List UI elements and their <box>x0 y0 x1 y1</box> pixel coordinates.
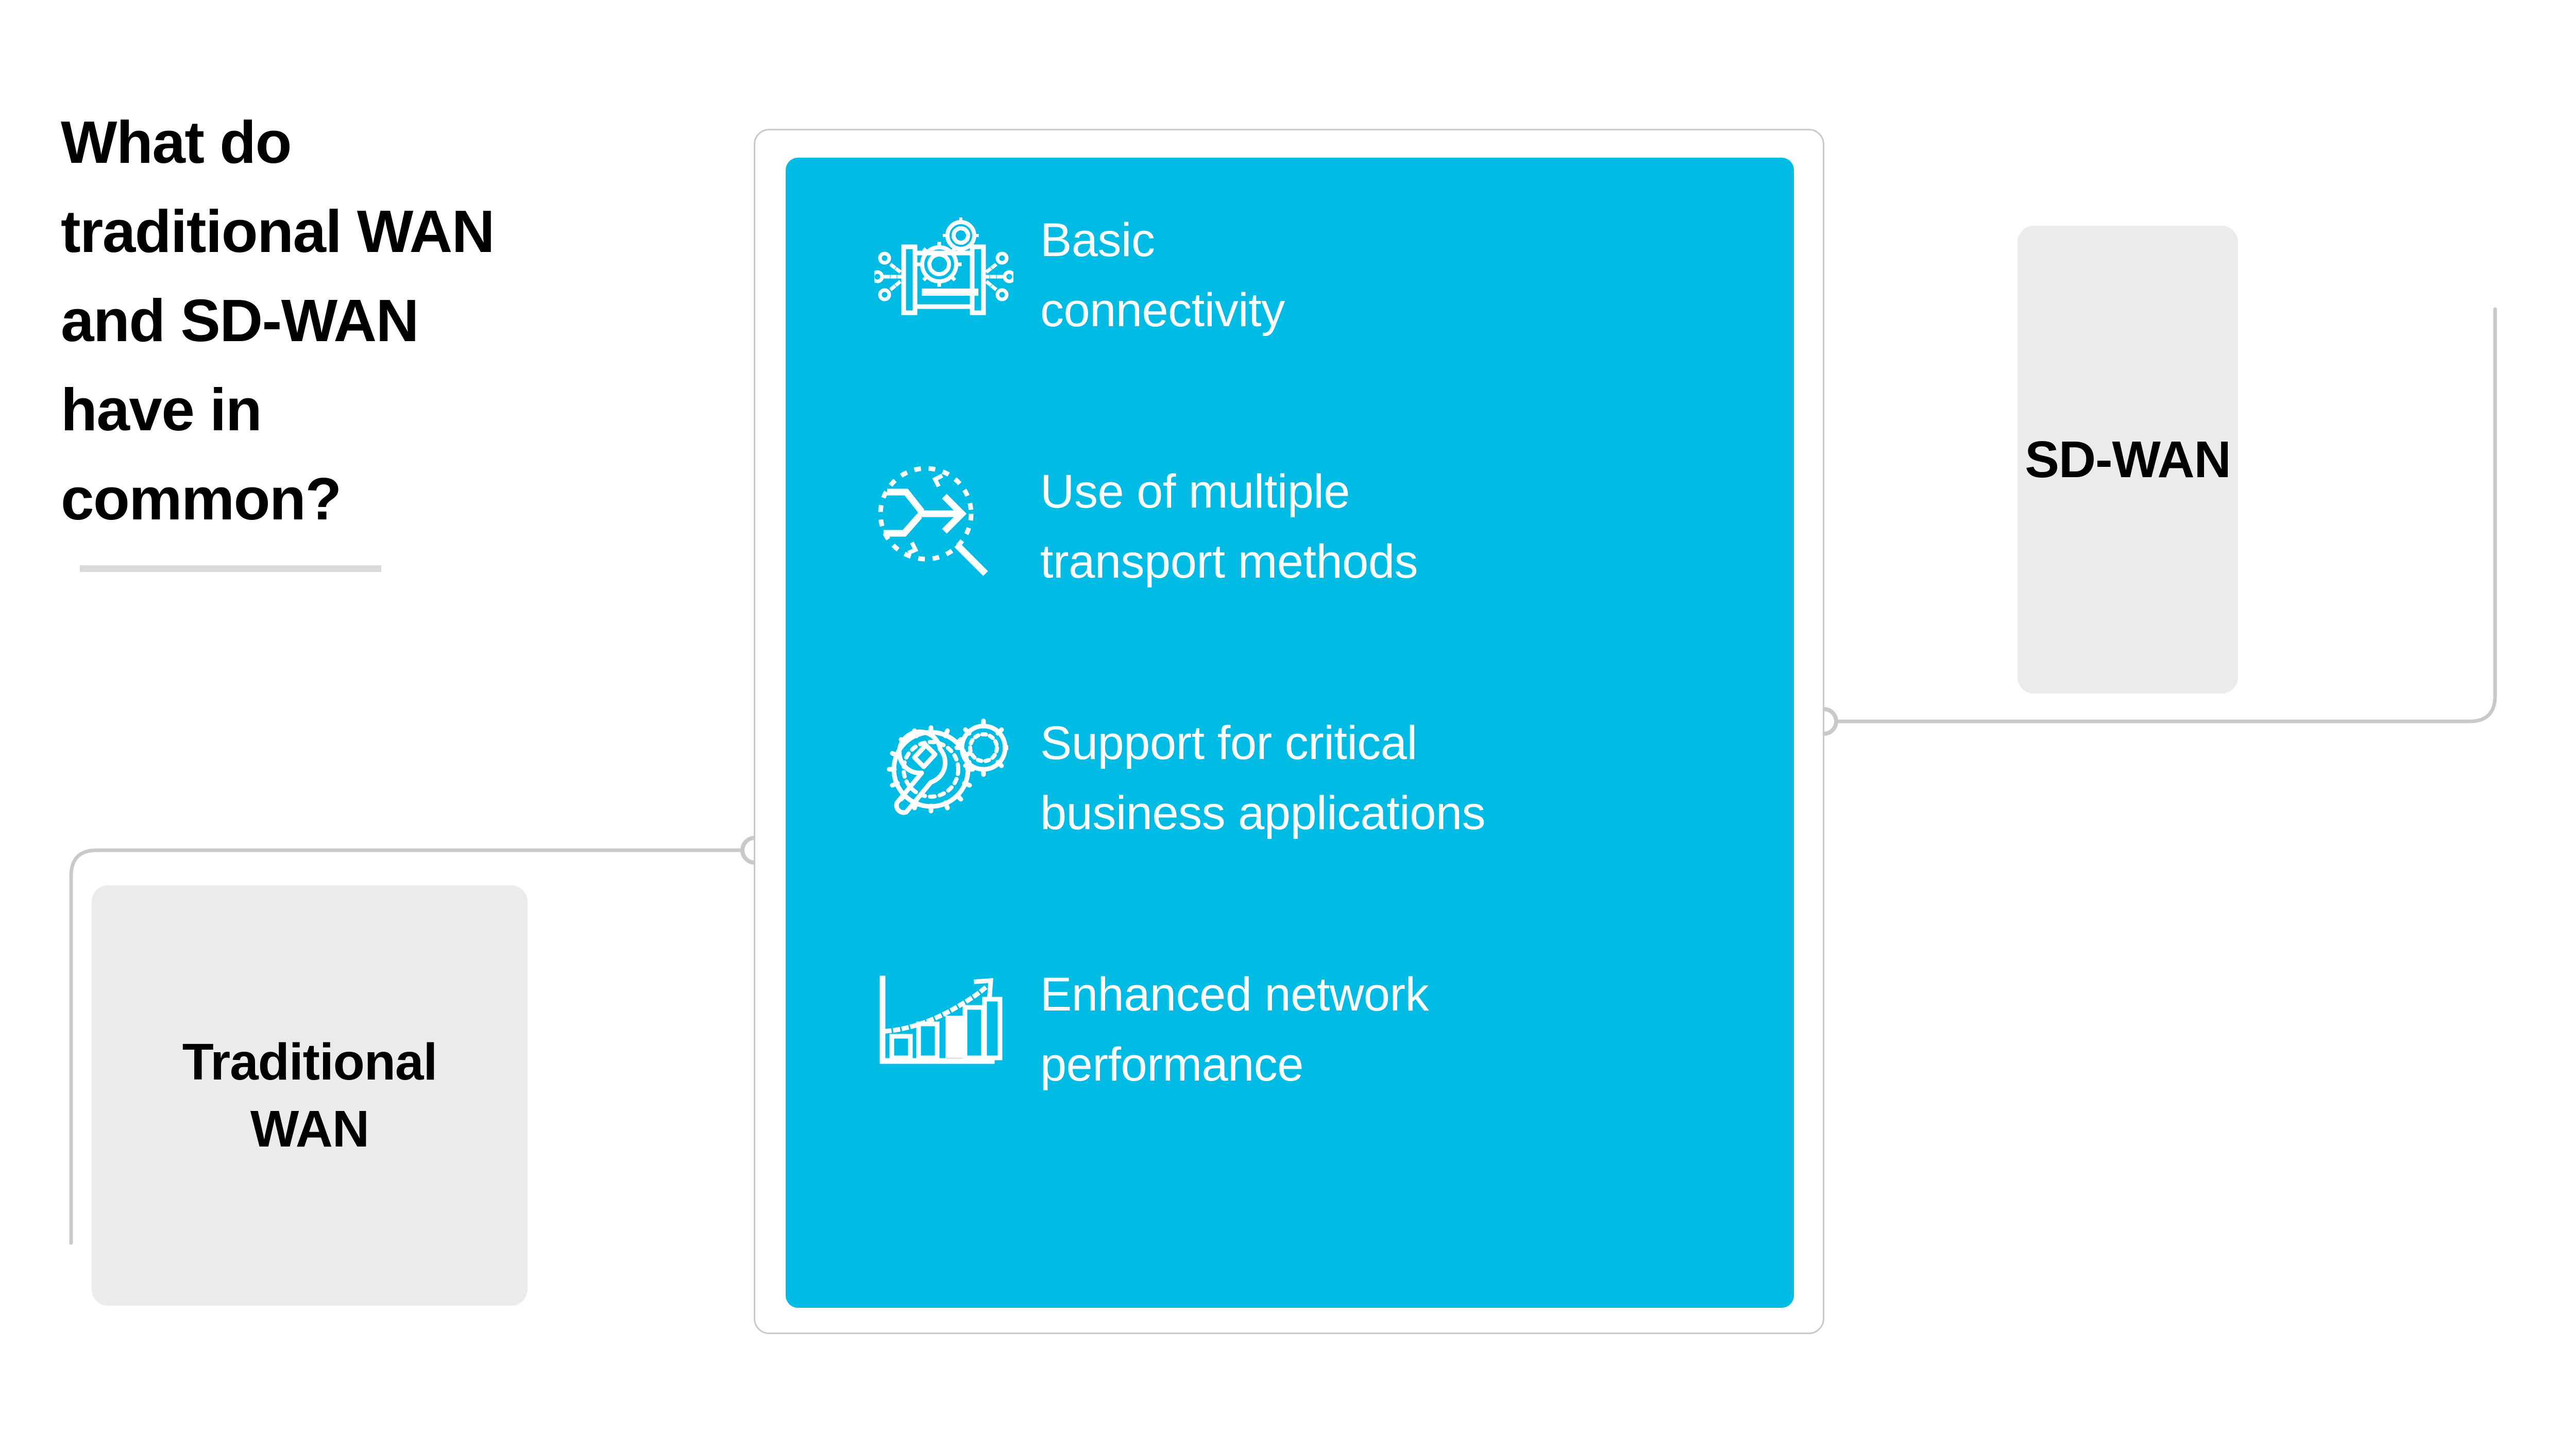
side-box-label: Traditional WAN <box>182 1033 438 1158</box>
feature-item-network-performance: Enhanced network performance <box>786 959 1794 1211</box>
feature-item-multiple-transport: Use of multiple transport methods <box>786 457 1794 708</box>
side-box-sd-wan[interactable]: SD-WAN <box>2018 226 2238 694</box>
wrench-gears-icon <box>874 713 1029 833</box>
feature-label: Enhanced network performance <box>1040 968 1429 1091</box>
pipe-gears-icon <box>874 210 1029 330</box>
page-title: What do traditional WAN and SD-WAN have … <box>61 109 495 532</box>
growth-bar-chart-icon <box>874 965 1029 1084</box>
feature-label: Basic connectivity <box>1040 214 1285 336</box>
feature-label: Support for critical business applicatio… <box>1040 717 1486 839</box>
feature-item-critical-apps: Support for critical business applicatio… <box>786 708 1794 959</box>
magnifier-routes-icon <box>874 462 1029 581</box>
common-features-card: Basic connectivity <box>786 158 1794 1308</box>
feature-label: Use of multiple transport methods <box>1040 465 1418 588</box>
feature-item-basic-connectivity: Basic connectivity <box>786 205 1794 457</box>
side-box-traditional-wan[interactable]: Traditional WAN <box>92 885 528 1306</box>
feature-list: Basic connectivity <box>786 205 1794 1211</box>
heading-block: What do traditional WAN and SD-WAN have … <box>61 98 700 544</box>
title-divider <box>80 565 381 572</box>
side-box-label: SD-WAN <box>2025 431 2231 488</box>
